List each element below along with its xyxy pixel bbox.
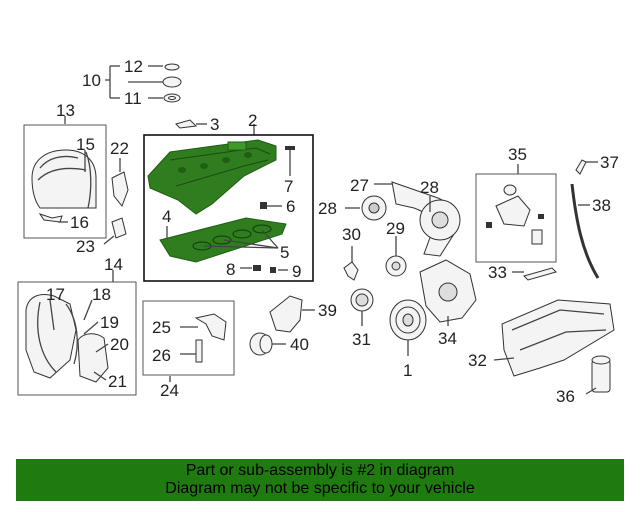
callout-35: 35 — [508, 145, 527, 164]
box-13 — [23, 116, 107, 239]
callout-8: 8 — [226, 260, 235, 279]
info-banner: Part or sub-assembly is #2 in diagram Di… — [16, 459, 624, 501]
callout-40: 40 — [290, 335, 309, 354]
callout-34: 34 — [438, 329, 457, 348]
dipstick — [570, 159, 600, 279]
oil-pan — [493, 299, 615, 395]
callout-19: 19 — [100, 313, 119, 332]
callout-28b: 28 — [318, 199, 337, 218]
callout-33: 33 — [488, 263, 507, 282]
callout-26: 26 — [152, 346, 171, 365]
callout-10: 10 — [82, 71, 101, 90]
callout-39: 39 — [318, 301, 337, 320]
callout-16: 16 — [70, 213, 89, 232]
box-24 — [142, 300, 235, 382]
callout-17: 17 — [46, 285, 65, 304]
banner-line-2: Diagram may not be specific to your vehi… — [165, 480, 475, 497]
callout-2: 2 — [248, 111, 257, 130]
callout-15: 15 — [76, 135, 95, 154]
callout-21: 21 — [108, 372, 127, 391]
callout-32: 32 — [468, 351, 487, 370]
callout-28: 28 — [420, 178, 439, 197]
part-3 — [175, 119, 207, 129]
pulley-oil-pump — [389, 259, 477, 356]
box-35 — [475, 164, 557, 263]
callout-31: 31 — [352, 330, 371, 349]
callout-36: 36 — [556, 387, 575, 406]
callout-30: 30 — [342, 225, 361, 244]
callout-29: 29 — [386, 219, 405, 238]
callout-6: 6 — [286, 197, 295, 216]
callout-23: 23 — [76, 237, 95, 256]
timing-belt-group — [343, 181, 461, 326]
callout-9: 9 — [292, 262, 301, 281]
callout-27: 27 — [350, 176, 369, 195]
callout-22: 22 — [110, 139, 129, 158]
callout-7: 7 — [284, 177, 293, 196]
callout-5: 5 — [280, 243, 289, 262]
group-10-11-12 — [105, 63, 182, 103]
banner-line-1: Part or sub-assembly is #2 in diagram — [185, 462, 455, 479]
callout-13: 13 — [56, 101, 75, 120]
box-2-valve-cover — [143, 124, 314, 282]
callout-4: 4 — [162, 207, 171, 226]
callout-24: 24 — [160, 381, 179, 400]
box-14 — [17, 270, 137, 396]
callout-25: 25 — [152, 318, 171, 337]
callout-12: 12 — [124, 57, 143, 76]
callout-11: 11 — [124, 89, 142, 108]
part-39-40 — [249, 295, 315, 356]
callout-14: 14 — [104, 255, 123, 274]
callout-20: 20 — [110, 335, 129, 354]
callout-labels: 1 2 3 4 5 6 7 8 9 10 11 12 13 14 15 16 1… — [46, 57, 619, 406]
callout-3: 3 — [210, 115, 219, 134]
callout-38: 38 — [592, 196, 611, 215]
callout-1: 1 — [403, 361, 412, 380]
part-22-23 — [103, 158, 129, 245]
part-33 — [512, 267, 557, 281]
callout-18: 18 — [92, 285, 111, 304]
callout-37: 37 — [600, 153, 619, 172]
